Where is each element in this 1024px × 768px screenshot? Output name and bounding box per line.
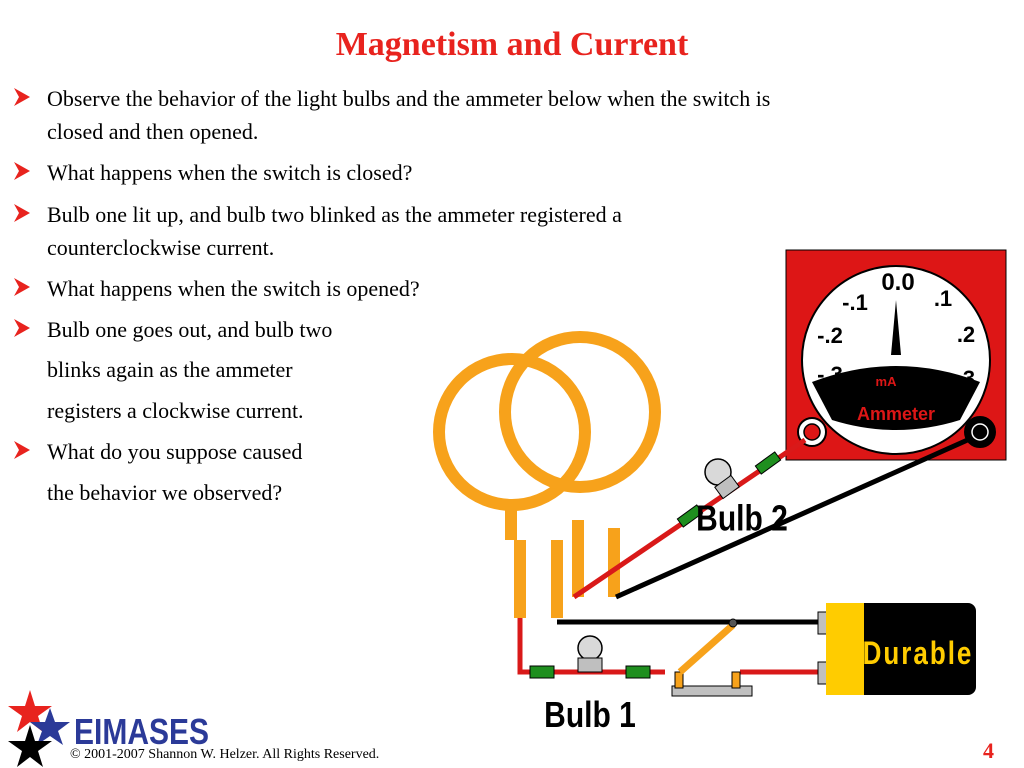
bullet-5-line-2: blinks again as the ammeter bbox=[47, 357, 293, 382]
ammeter bbox=[785, 249, 1007, 461]
bullet-6-line-1: What do you suppose caused bbox=[47, 439, 303, 464]
footer-copyright: © 2001-2007 Shannon W. Helzer. All Right… bbox=[70, 747, 380, 762]
switch bbox=[671, 618, 753, 697]
page-number: 4 bbox=[983, 738, 994, 763]
ammeter-scale-pos-2: .2 bbox=[957, 322, 975, 347]
bulb-2 bbox=[676, 451, 782, 528]
coil-primary bbox=[433, 353, 591, 618]
bullet-1-line-1: Observe the behavior of the light bulbs … bbox=[47, 86, 771, 111]
arrow-bullet-icon bbox=[14, 319, 30, 337]
ammeter-scale-neg-3: -.3 bbox=[817, 362, 843, 387]
bullet-5-line-1: Bulb one goes out, and bulb two bbox=[47, 317, 333, 342]
arrow-bullet-icon bbox=[14, 88, 30, 106]
arrow-bullet-icon bbox=[14, 204, 30, 222]
wire-black-to-ammeter bbox=[614, 435, 974, 600]
bullet-3-line-2: counterclockwise current. bbox=[47, 235, 275, 260]
ammeter-scale-pos-1: .1 bbox=[934, 286, 952, 311]
bullet-6-line-2: the behavior we observed? bbox=[47, 480, 283, 505]
ammeter-scale-zero: 0.0 bbox=[881, 269, 914, 296]
eimases-logo: EIMASES bbox=[8, 690, 209, 767]
battery-label: Durable bbox=[863, 637, 974, 672]
bullet-4-line-1: What happens when the switch is opened? bbox=[47, 276, 420, 301]
ammeter-scale-neg-2: -.2 bbox=[817, 323, 843, 348]
bulb-2-label: Bulb 2 bbox=[696, 499, 788, 539]
ammeter-scale-pos-3: .3 bbox=[957, 366, 975, 391]
ammeter-needle bbox=[891, 300, 901, 355]
bulb-1-label: Bulb 1 bbox=[544, 696, 636, 736]
bullet-2-line-1: What happens when the switch is closed? bbox=[47, 160, 413, 185]
bulb-1 bbox=[529, 635, 651, 679]
arrow-bullet-icon bbox=[14, 162, 30, 180]
eimases-logo-text: EIMASES bbox=[74, 712, 209, 752]
wire-bottom-red bbox=[517, 618, 665, 675]
ammeter-scale-neg-1: -.1 bbox=[842, 290, 868, 315]
bullet-5-line-3: registers a clockwise current. bbox=[47, 398, 304, 423]
ammeter-label: Ammeter bbox=[857, 404, 935, 424]
slide-title: Magnetism and Current bbox=[335, 26, 689, 63]
coil-secondary bbox=[499, 331, 661, 597]
bullet-1-line-2: closed and then opened. bbox=[47, 119, 259, 144]
battery bbox=[817, 603, 976, 695]
ammeter-unit: mA bbox=[876, 374, 898, 389]
arrow-bullet-icon bbox=[14, 441, 30, 459]
arrow-bullet-icon bbox=[14, 278, 30, 296]
bullet-3-line-1: Bulb one lit up, and bulb two blinked as… bbox=[47, 202, 622, 227]
